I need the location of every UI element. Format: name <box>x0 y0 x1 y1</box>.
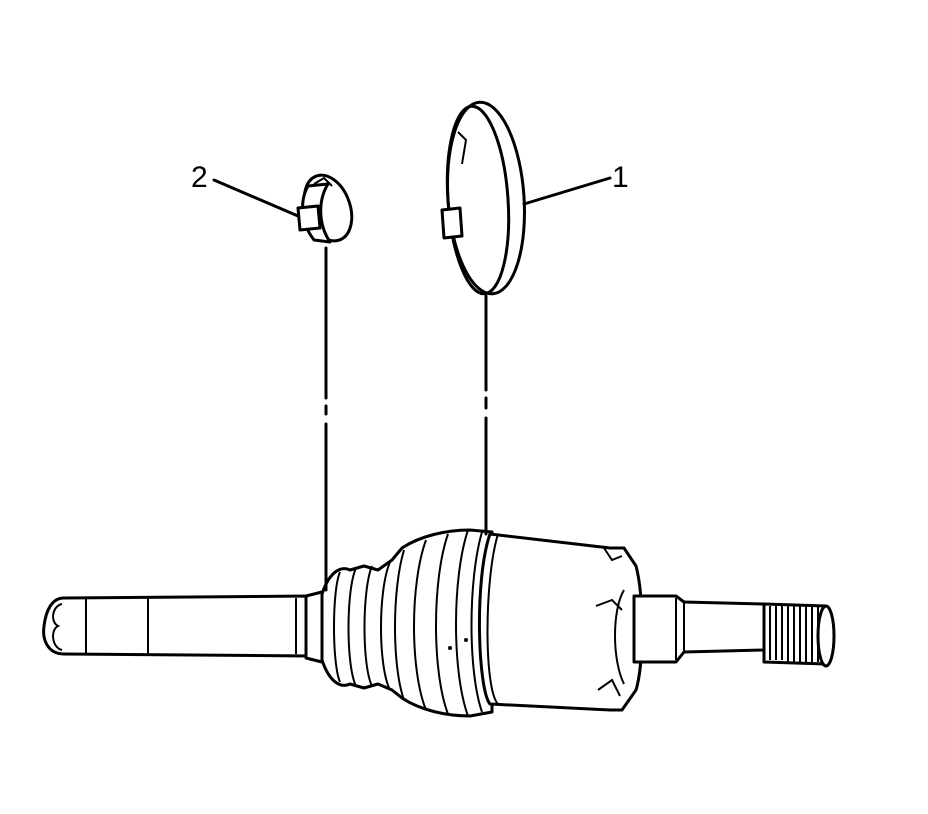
leader-line-2 <box>212 178 300 218</box>
stub-shaft-icon <box>632 594 836 668</box>
boot-icon <box>320 528 494 718</box>
callout-label-1: 1 <box>612 161 629 194</box>
axle-shaft-icon <box>42 590 324 664</box>
callout-label-2: 2 <box>191 161 208 194</box>
large-clamp-icon <box>440 100 526 296</box>
joint-housing-icon <box>448 532 644 712</box>
leader-line-1 <box>522 176 612 206</box>
small-clamp-icon <box>296 173 354 244</box>
